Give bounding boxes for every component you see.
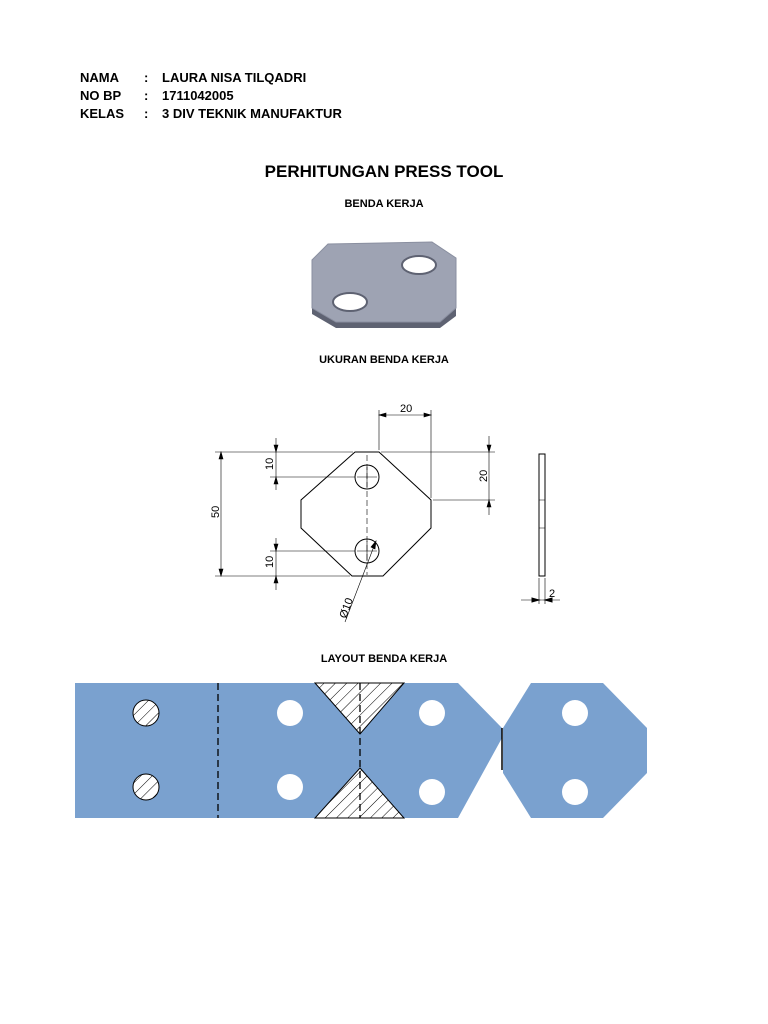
hole [277, 700, 303, 726]
info-colon: : [144, 88, 149, 103]
dim-label-bottom-hole-offset: 10 [264, 556, 276, 568]
dim-right-chamfer [381, 436, 495, 515]
info-label: NO BP [80, 88, 122, 103]
workpiece-side [312, 308, 456, 328]
info-colon: : [144, 106, 149, 121]
side-view [521, 453, 560, 604]
dim-top-width [377, 410, 433, 498]
info-row-kelas: KELAS : 3 DIV TEKNIK MANUFAKTUR [80, 105, 342, 123]
info-row-nama: NAMA : LAURA NISA TILQADRI [80, 69, 342, 87]
hole [419, 779, 445, 805]
dim-label-top-hole-offset: 10 [264, 458, 276, 470]
dim-label-top-width: 20 [400, 403, 412, 415]
hole [277, 774, 303, 800]
hole [419, 700, 445, 726]
section-title-ukuran: UKURAN BENDA KERJA [319, 354, 449, 366]
section-title-benda-kerja: BENDA KERJA [344, 198, 424, 210]
part-outline [300, 451, 432, 577]
page-title: PERHITUNGAN PRESS TOOL [264, 162, 504, 181]
info-value: 1711042005 [162, 88, 234, 103]
workpiece-hole-lower [332, 292, 368, 312]
center-marks [357, 455, 377, 575]
info-value: 3 DIV TEKNIK MANUFAKTUR [162, 106, 342, 121]
dim-label-height: 50 [210, 506, 222, 518]
info-label: KELAS [80, 106, 125, 121]
dim-top-hole-offset [270, 438, 355, 490]
workpiece-3d-image [311, 241, 457, 328]
dim-diameter-leader [344, 540, 377, 623]
pierce-hole-top [132, 699, 160, 727]
info-colon: : [144, 70, 149, 85]
blank-part-4 [503, 683, 647, 818]
info-label: NAMA [80, 70, 119, 85]
info-row-nobp: NO BP : 1711042005 [80, 87, 342, 105]
hole [562, 779, 588, 805]
strip-body [75, 683, 502, 818]
dim-label-thickness: 2 [549, 588, 555, 600]
workpiece-hole-upper [401, 255, 437, 275]
student-info: NAMA : LAURA NISA TILQADRI NO BP : 17110… [80, 69, 342, 123]
dim-label-right-chamfer: 20 [478, 470, 490, 482]
dim-height [215, 450, 353, 578]
pierce-hole-bottom [132, 773, 160, 801]
info-value: LAURA NISA TILQADRI [162, 70, 307, 85]
hole [562, 700, 588, 726]
section-title-layout: LAYOUT BENDA KERJA [320, 653, 448, 665]
dim-bottom-hole-offset [270, 538, 355, 590]
